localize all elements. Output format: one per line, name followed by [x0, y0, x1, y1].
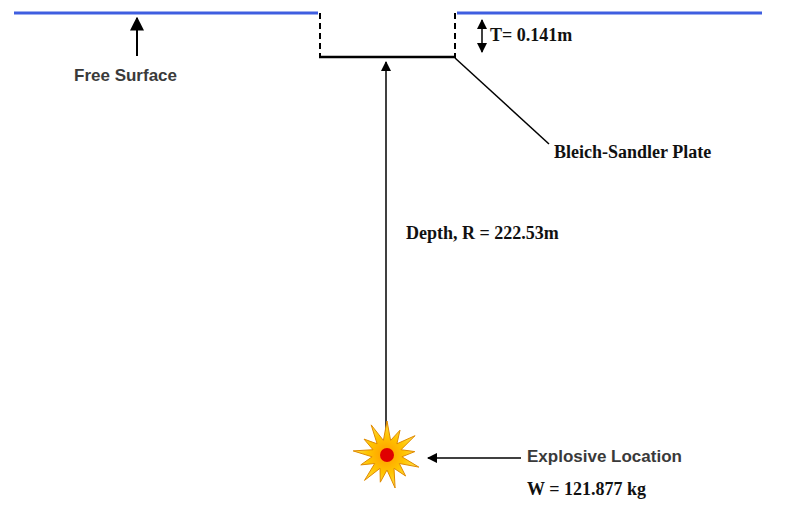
- dimension-label: Depth, R = 222.53m: [406, 224, 559, 244]
- free-surface-line: [14, 12, 318, 15]
- part-label: Bleich-Sandler Plate: [554, 143, 711, 163]
- plate: [319, 56, 456, 59]
- thickness-dimension: [481, 20, 483, 52]
- free-surface-line: [457, 12, 762, 15]
- explosion-symbol: [353, 421, 419, 488]
- surface-label: Free Surface: [74, 67, 177, 86]
- charge-dot: [380, 448, 394, 462]
- leader-line: [455, 58, 549, 144]
- part-label: Explosive Location: [527, 448, 682, 467]
- depth-line: [385, 62, 387, 440]
- pointer-arrow: [136, 18, 138, 56]
- charge-label: W = 121.877 kg: [527, 480, 646, 500]
- dimension-label: T= 0.141m: [490, 26, 572, 46]
- pointer-arrow: [428, 457, 521, 459]
- well-side: [454, 13, 456, 57]
- well-side: [319, 13, 321, 57]
